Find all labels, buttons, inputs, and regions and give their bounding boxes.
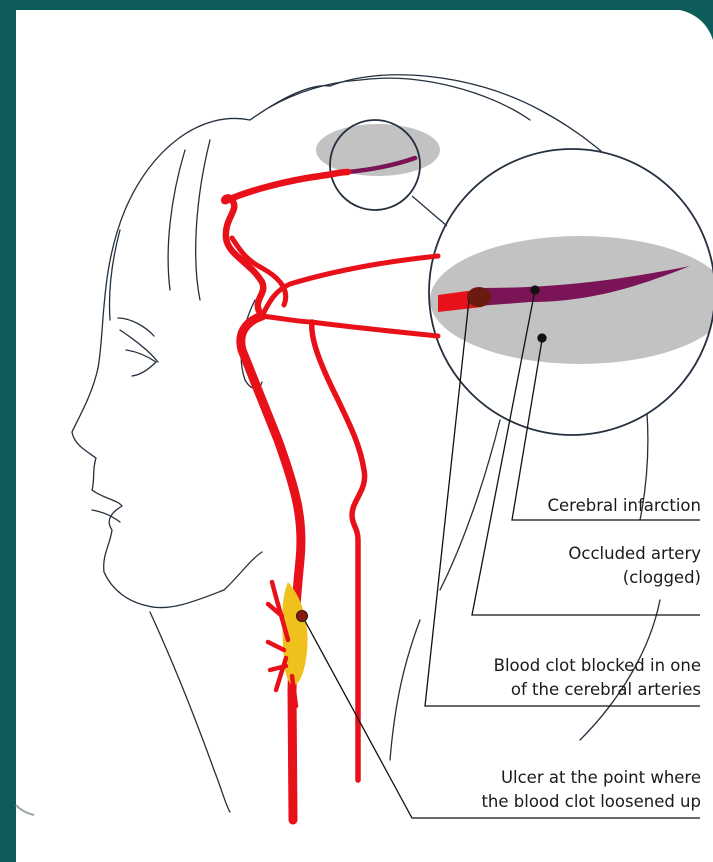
label-cerebral-infarction: Cerebral infarction	[547, 494, 701, 518]
label-blood-clot: Blood clot blocked in one of the cerebra…	[494, 654, 701, 702]
frame-top-right-corner	[680, 10, 713, 40]
anterior-cerebral-branch	[262, 256, 438, 316]
label-ulcer-line1: Ulcer at the point where	[481, 766, 701, 790]
bangs-strands	[109, 140, 210, 320]
label-ulcer: Ulcer at the point where the blood clot …	[481, 766, 701, 814]
label-blood-clot-line2: of the cerebral arteries	[494, 678, 701, 702]
label-occluded-artery-line1: Occluded artery	[568, 542, 701, 566]
label-ulcer-line2: the blood clot loosened up	[481, 790, 701, 814]
label-occluded-artery: Occluded artery (clogged)	[568, 542, 701, 590]
frame-bottom-left-curve	[16, 805, 34, 815]
head-back-outline-2	[360, 78, 530, 120]
eyebrow	[118, 318, 154, 336]
label-occluded-artery-line2: (clogged)	[568, 566, 701, 590]
vertebral-artery	[312, 322, 365, 780]
neck-front	[150, 612, 230, 812]
jaw-line	[224, 552, 262, 590]
eye	[120, 330, 158, 376]
magnified-view	[429, 149, 713, 435]
internal-carotid-artery	[241, 316, 301, 820]
blood-clot-magnified	[467, 287, 491, 307]
frame-top-bar	[0, 0, 713, 10]
leader-dot-infarction	[538, 334, 546, 342]
label-blood-clot-line1: Blood clot blocked in one	[494, 654, 701, 678]
ulcer-marker	[297, 611, 308, 622]
frame-left-bar	[0, 0, 16, 862]
middle-cerebral-branch	[262, 316, 438, 336]
mouth	[92, 510, 120, 522]
face-profile	[72, 368, 224, 608]
leader-dot-occluded	[531, 286, 539, 294]
crown-strands	[250, 80, 360, 120]
connector-line-magnifier	[412, 196, 447, 226]
artery-tree	[224, 172, 438, 820]
